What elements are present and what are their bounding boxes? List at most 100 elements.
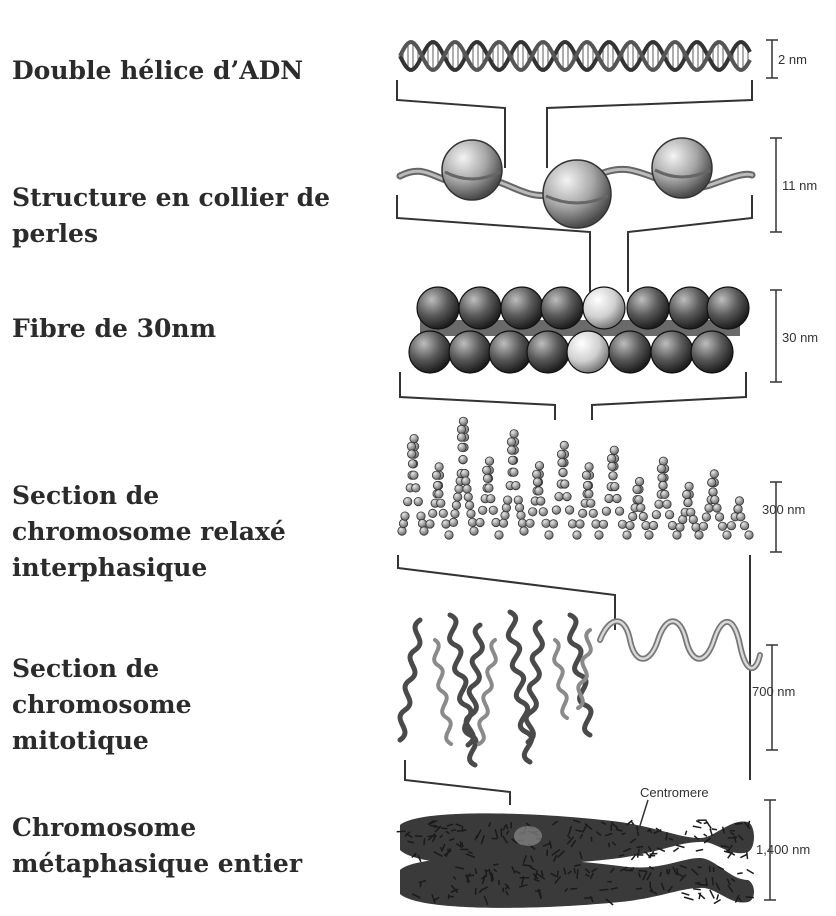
chromatin-bead bbox=[608, 462, 616, 470]
chromatin-bead bbox=[635, 477, 643, 485]
chromatin-bead bbox=[410, 471, 418, 479]
nucleosome-bead bbox=[527, 331, 569, 373]
chromatin-bead bbox=[408, 460, 416, 468]
chromatin-texture bbox=[574, 868, 575, 873]
scale-label-30nm: 30 nm bbox=[782, 330, 818, 345]
chromatin-texture bbox=[673, 848, 678, 852]
chromatin-texture bbox=[639, 871, 648, 872]
chromatin-bead bbox=[476, 518, 484, 526]
chromatin-bead bbox=[683, 490, 691, 498]
nucleosome-bead bbox=[707, 287, 749, 329]
chromatin-bead bbox=[545, 531, 553, 539]
chromatin-bead bbox=[526, 519, 534, 527]
30nm-fiber bbox=[409, 287, 749, 373]
scale-label-1400nm: 1,400 nm bbox=[756, 842, 810, 857]
chromatin-bead bbox=[510, 430, 518, 438]
chromatin-bead bbox=[458, 443, 466, 451]
chromatin-bead bbox=[439, 509, 447, 517]
chromatin-bead bbox=[713, 504, 721, 512]
nucleosome-bead bbox=[442, 140, 502, 200]
chromatin-bead bbox=[401, 512, 409, 520]
chromatin-bead bbox=[462, 477, 470, 485]
chromatin-bead bbox=[645, 531, 653, 539]
nucleosome-bead bbox=[409, 331, 451, 373]
chromatin-bead bbox=[695, 531, 703, 539]
chromatin-bead bbox=[559, 468, 567, 476]
nucleosome-bead bbox=[627, 287, 669, 329]
chromatin-texture bbox=[420, 882, 421, 887]
scale-bars bbox=[764, 40, 782, 900]
chromatin-bead bbox=[658, 474, 666, 482]
chromatin-bead bbox=[479, 506, 487, 514]
chromatin-texture bbox=[695, 883, 700, 884]
chromatin-bead bbox=[605, 494, 613, 502]
nucleosome-bead bbox=[583, 287, 625, 329]
chromatin-bead bbox=[613, 494, 621, 502]
chromatin-bead bbox=[740, 522, 748, 530]
chromatin-bead bbox=[615, 507, 623, 515]
chromatin-bead bbox=[602, 507, 610, 515]
chromatin-texture bbox=[706, 821, 711, 828]
chromatin-texture bbox=[415, 853, 416, 857]
chromatin-bead bbox=[689, 515, 697, 523]
chromatin-texture bbox=[696, 850, 703, 852]
chromatin-bead bbox=[692, 523, 700, 531]
chromatin-bead bbox=[485, 457, 493, 465]
chromatin-texture bbox=[448, 895, 449, 899]
chromatin-texture bbox=[667, 869, 668, 874]
chromatin-texture bbox=[696, 821, 701, 824]
chromatin-bead bbox=[483, 474, 491, 482]
chromatin-bead bbox=[426, 520, 434, 528]
chromatin-bead bbox=[710, 470, 718, 478]
looped-chromatin-domains bbox=[398, 417, 753, 539]
chromatin-bead bbox=[668, 521, 676, 529]
chromatin-bead bbox=[718, 522, 726, 530]
chromatin-texture bbox=[693, 889, 701, 890]
connector-5 bbox=[405, 760, 510, 805]
chromatin-texture bbox=[747, 870, 754, 874]
chromatin-bead bbox=[459, 417, 467, 425]
chromatin-texture bbox=[484, 870, 488, 871]
chromatin-bead bbox=[637, 504, 645, 512]
chromatin-bead bbox=[442, 520, 450, 528]
chromatin-bead bbox=[464, 493, 472, 501]
chromatin-bead bbox=[459, 455, 467, 463]
chromatin-bead bbox=[708, 478, 716, 486]
chromatin-bead bbox=[412, 484, 420, 492]
chromatin-bead bbox=[510, 468, 518, 476]
chromatin-texture bbox=[685, 831, 687, 835]
chromatin-bead bbox=[585, 490, 593, 498]
metaphase-chromosome: Centromere bbox=[397, 785, 754, 908]
chromatin-bead bbox=[492, 518, 500, 526]
nucleosome-bead bbox=[543, 160, 611, 228]
chromatin-bead bbox=[529, 508, 537, 516]
chromatin-bead bbox=[445, 531, 453, 539]
chromatin-texture bbox=[428, 836, 436, 837]
chromatin-bead bbox=[470, 527, 478, 535]
nucleosome-bead bbox=[567, 331, 609, 373]
chromatin-bead bbox=[618, 520, 626, 528]
nucleosome-bead bbox=[501, 287, 543, 329]
chromatin-bead bbox=[507, 438, 515, 446]
chromatin-texture bbox=[693, 826, 702, 828]
chromatin-texture bbox=[717, 894, 719, 899]
chromatin-bead bbox=[465, 501, 473, 509]
chromatin-bead bbox=[735, 497, 743, 505]
chromatin-bead bbox=[414, 497, 422, 505]
chromatin-bead bbox=[561, 480, 569, 488]
nucleosome-bead bbox=[417, 287, 459, 329]
chromatin-bead bbox=[709, 488, 717, 496]
chromatin-bead bbox=[461, 469, 469, 477]
chromatin-texture bbox=[570, 888, 577, 889]
chromatin-bead bbox=[702, 513, 710, 521]
chromatin-texture bbox=[737, 873, 742, 874]
chromatin-bead bbox=[437, 499, 445, 507]
chromatin-bead bbox=[454, 493, 462, 501]
chromatin-bead bbox=[657, 464, 665, 472]
chromatin-bead bbox=[467, 510, 475, 518]
chromatin-bead bbox=[508, 456, 516, 464]
chromatin-bead bbox=[483, 466, 491, 474]
chromatin-bead bbox=[579, 509, 587, 517]
chromatin-bead bbox=[489, 506, 497, 514]
chromatin-texture bbox=[492, 838, 498, 839]
